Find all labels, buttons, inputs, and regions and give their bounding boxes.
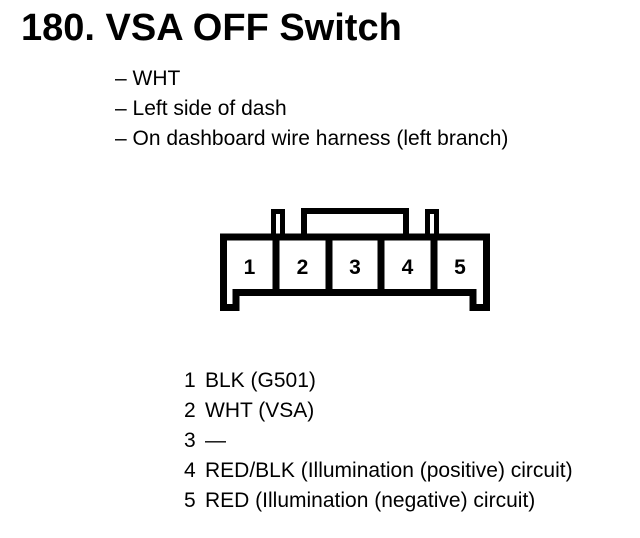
connector-cavity-5-label: 5 <box>454 256 466 279</box>
pin-legend-row: 3 — <box>184 426 573 456</box>
detail-item-harness: – On dashboard wire harness (left branch… <box>115 127 509 150</box>
pin-number: 4 <box>184 459 196 482</box>
pin-number: 5 <box>184 489 196 512</box>
connector-tab-center <box>301 208 409 240</box>
detail-item-wire-color: – WHT <box>115 67 181 90</box>
pin-legend-row: 5 RED (Illumination (negative) circuit) <box>184 486 573 516</box>
pin-legend-row: 4 RED/BLK (Illumination (positive) circu… <box>184 456 573 486</box>
pin-description: RED/BLK (Illumination (positive) circuit… <box>205 459 573 482</box>
connector-cavity-2-label: 2 <box>297 256 309 279</box>
connector-diagram: 1 2 3 4 5 <box>220 208 490 311</box>
pin-description: BLK (G501) <box>205 369 316 392</box>
connector-cavity-3-label: 3 <box>349 256 361 279</box>
connector-body <box>220 233 490 311</box>
pin-legend-row: 1 BLK (G501) <box>184 366 573 396</box>
connector-cavity-4-label: 4 <box>402 256 414 279</box>
pin-legend-row: 2 WHT (VSA) <box>184 396 573 426</box>
detail-list: – WHT – Left side of dash – On dashboard… <box>115 64 508 154</box>
pin-description: RED (Illumination (negative) circuit) <box>205 489 536 512</box>
pin-description: WHT (VSA) <box>205 399 315 422</box>
pin-number: 2 <box>184 399 196 422</box>
connector-cavity-dividers <box>272 237 438 293</box>
pin-number: 3 <box>184 429 196 452</box>
connector-cavity-1-label: 1 <box>244 256 256 279</box>
detail-item-location: – Left side of dash <box>115 97 287 120</box>
pin-legend: 1 BLK (G501) 2 WHT (VSA) 3 — 4 RED/BLK (… <box>184 366 573 516</box>
pin-number: 1 <box>184 369 196 392</box>
page-title: 180. VSA OFF Switch <box>21 7 402 49</box>
pin-description: — <box>205 429 226 452</box>
